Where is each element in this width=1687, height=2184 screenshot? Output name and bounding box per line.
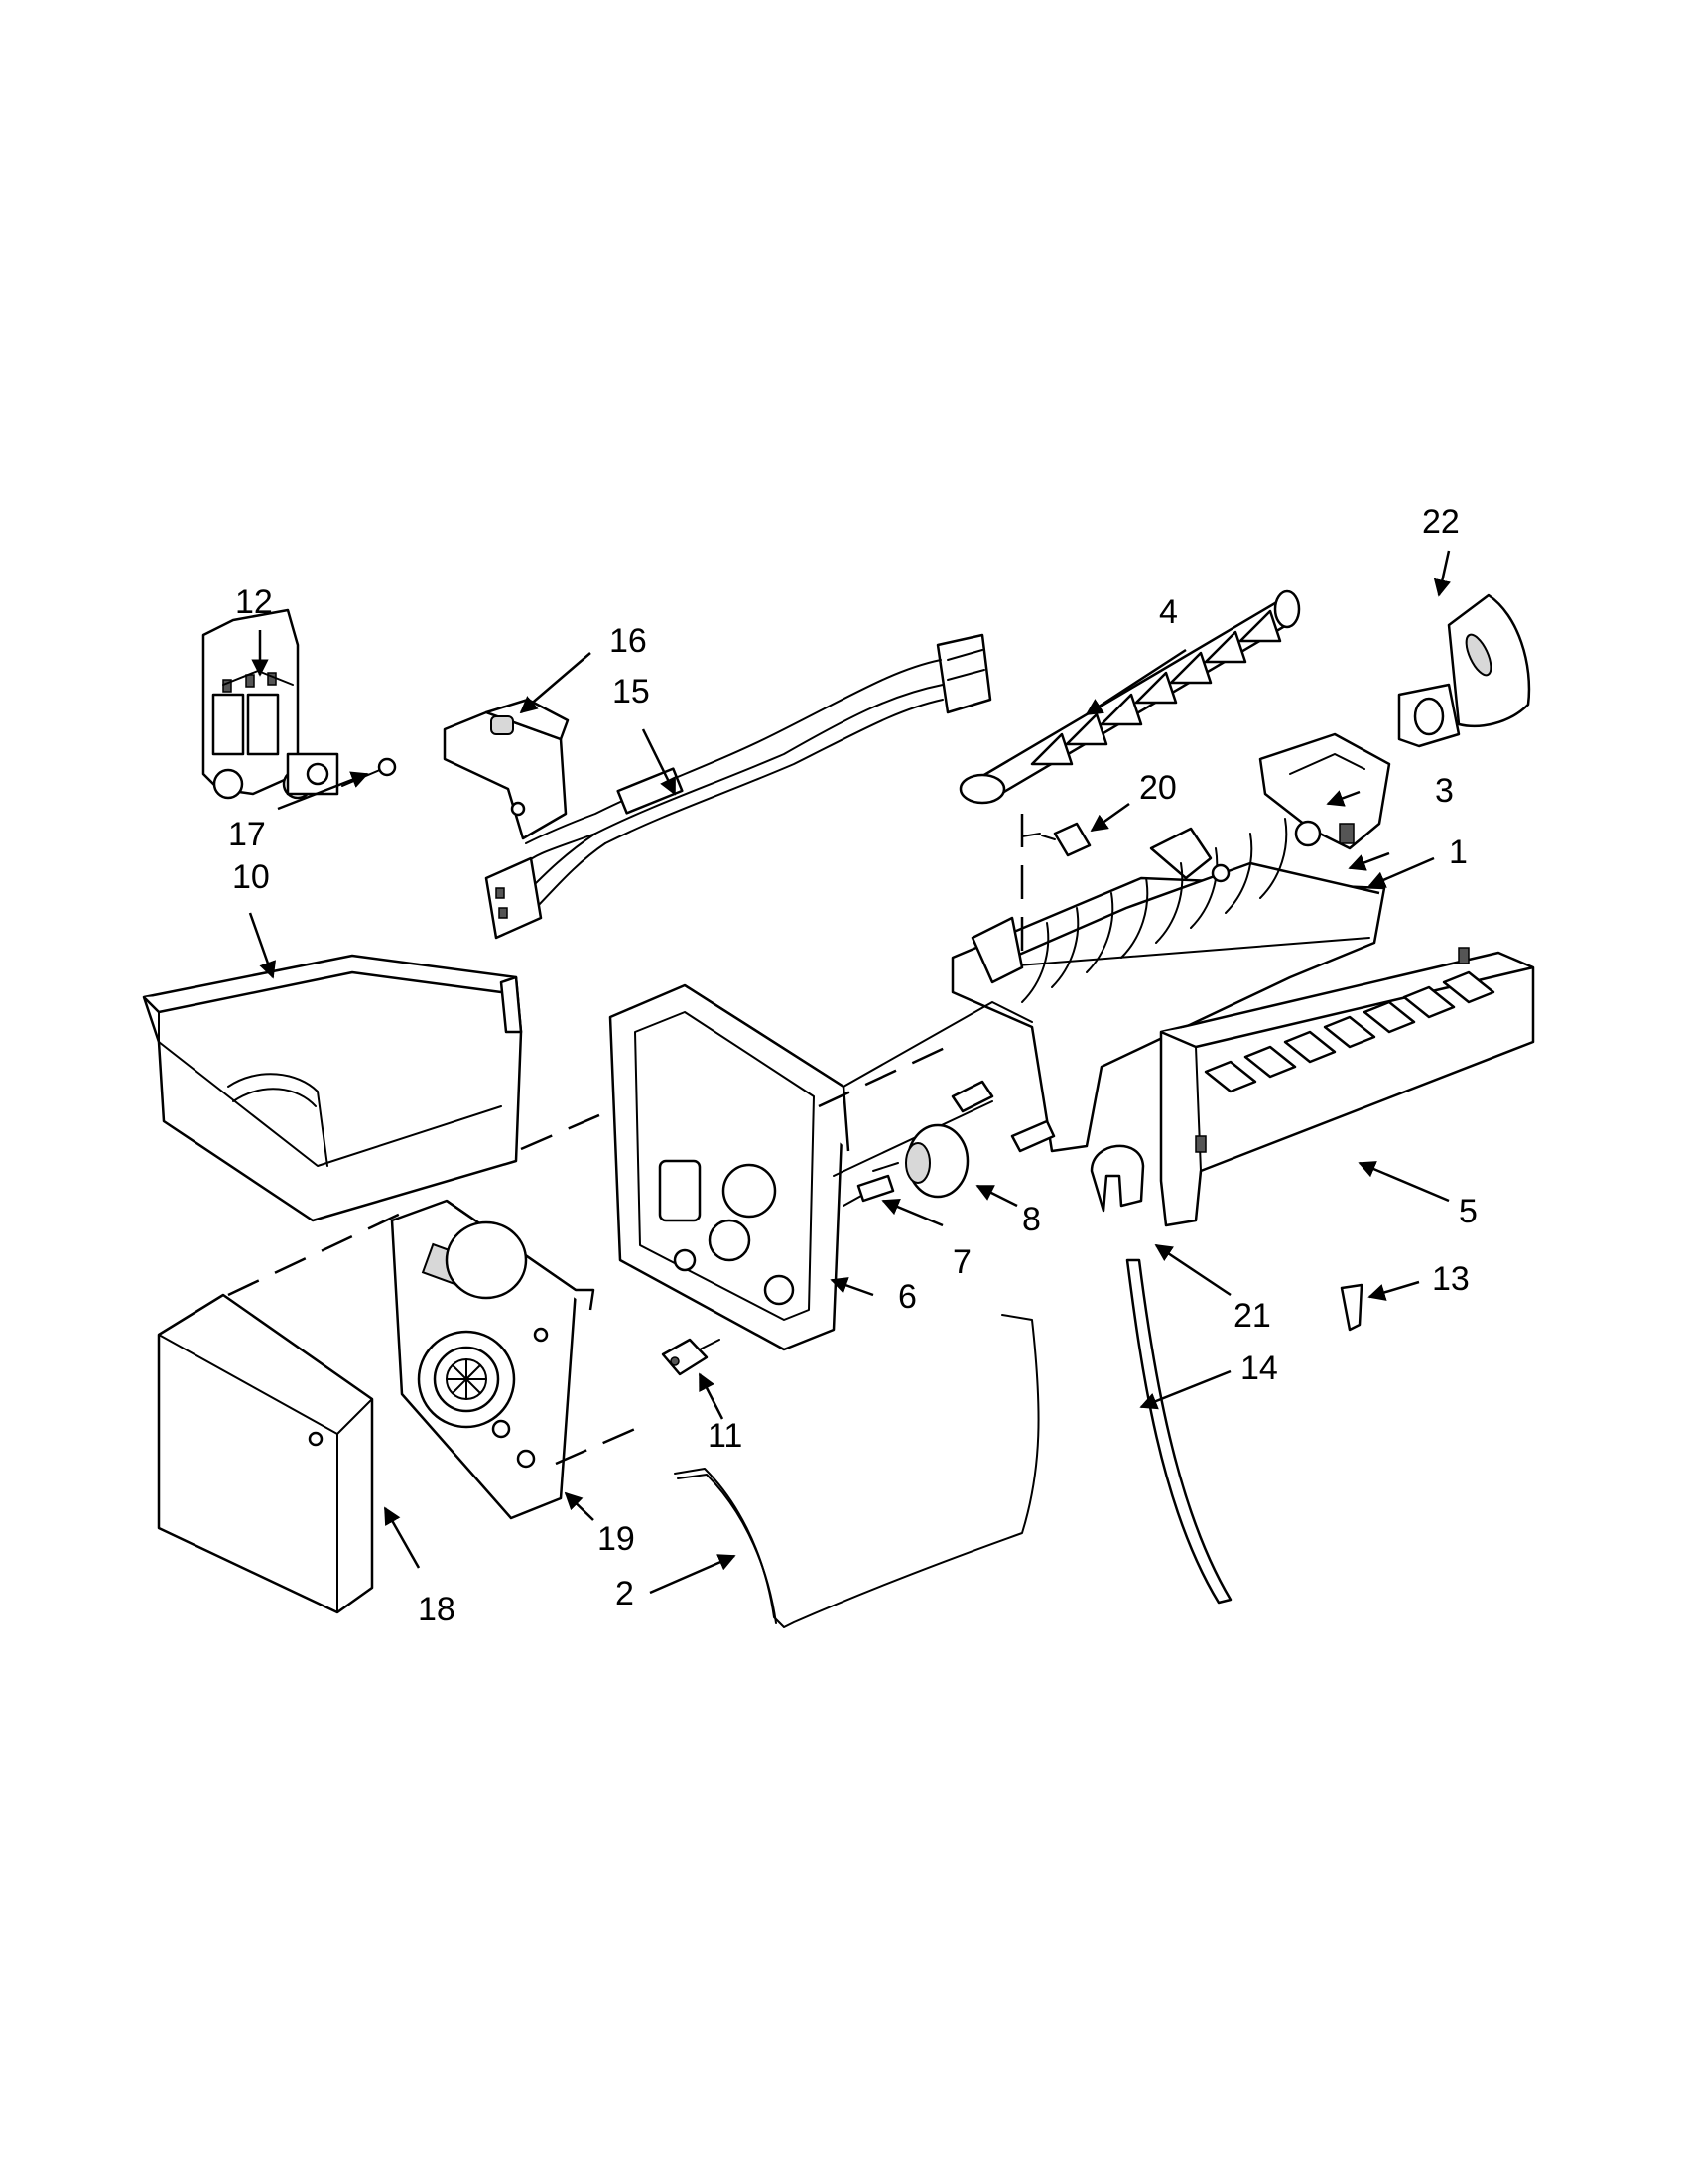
- callout-6: 6: [898, 1278, 917, 1316]
- thermostat-part: [872, 1123, 970, 1199]
- callout-11: 11: [708, 1417, 742, 1455]
- callout-12: 12: [235, 583, 273, 621]
- sensor-pin-part: [843, 1080, 1056, 1207]
- bail-arm-edge: [677, 1474, 777, 1624]
- plug-part: [1340, 1283, 1363, 1332]
- ice-bin-part: [142, 954, 523, 1222]
- screw-11-part: [661, 1338, 720, 1376]
- screw-20-part: [1021, 822, 1092, 857]
- stripper-part: [1159, 947, 1535, 1227]
- callout-16: 16: [609, 622, 647, 660]
- wire-bracket-part: [443, 698, 570, 840]
- fill-tube-part: [1125, 1258, 1233, 1605]
- callout-18: 18: [418, 1591, 455, 1628]
- ice-mold-part: [951, 818, 1386, 1153]
- clip-part: [1090, 1144, 1145, 1213]
- callout-20: 20: [1139, 769, 1177, 807]
- bail-arm-part: [674, 1314, 1040, 1628]
- fill-cup-part: [1258, 732, 1391, 850]
- callout-8: 8: [1022, 1201, 1041, 1238]
- housing-part: [608, 983, 1033, 1351]
- fill-cup-cover-part: [1397, 593, 1531, 748]
- ejector-part: [959, 589, 1301, 805]
- callout-7: 7: [953, 1243, 972, 1281]
- callout-21: 21: [1233, 1297, 1271, 1335]
- callout-4: 4: [1159, 593, 1178, 631]
- callout-13: 13: [1432, 1260, 1470, 1298]
- module-cover-part: [157, 1293, 374, 1614]
- callout-10: 10: [232, 858, 270, 896]
- leader-arrows: [248, 550, 1451, 1595]
- callout-15: 15: [612, 673, 650, 710]
- motor-module-part: [390, 1199, 595, 1520]
- callout-3: 3: [1435, 772, 1454, 810]
- callout-19: 19: [597, 1520, 635, 1558]
- callout-2: 2: [615, 1575, 634, 1612]
- callout-14: 14: [1240, 1349, 1278, 1387]
- callout-1: 1: [1449, 834, 1468, 871]
- water-valve-part: [201, 608, 339, 800]
- callout-17: 17: [228, 816, 266, 853]
- callout-22: 22: [1422, 503, 1460, 541]
- assembly-lines: [227, 814, 1024, 1466]
- callout-5: 5: [1459, 1193, 1478, 1230]
